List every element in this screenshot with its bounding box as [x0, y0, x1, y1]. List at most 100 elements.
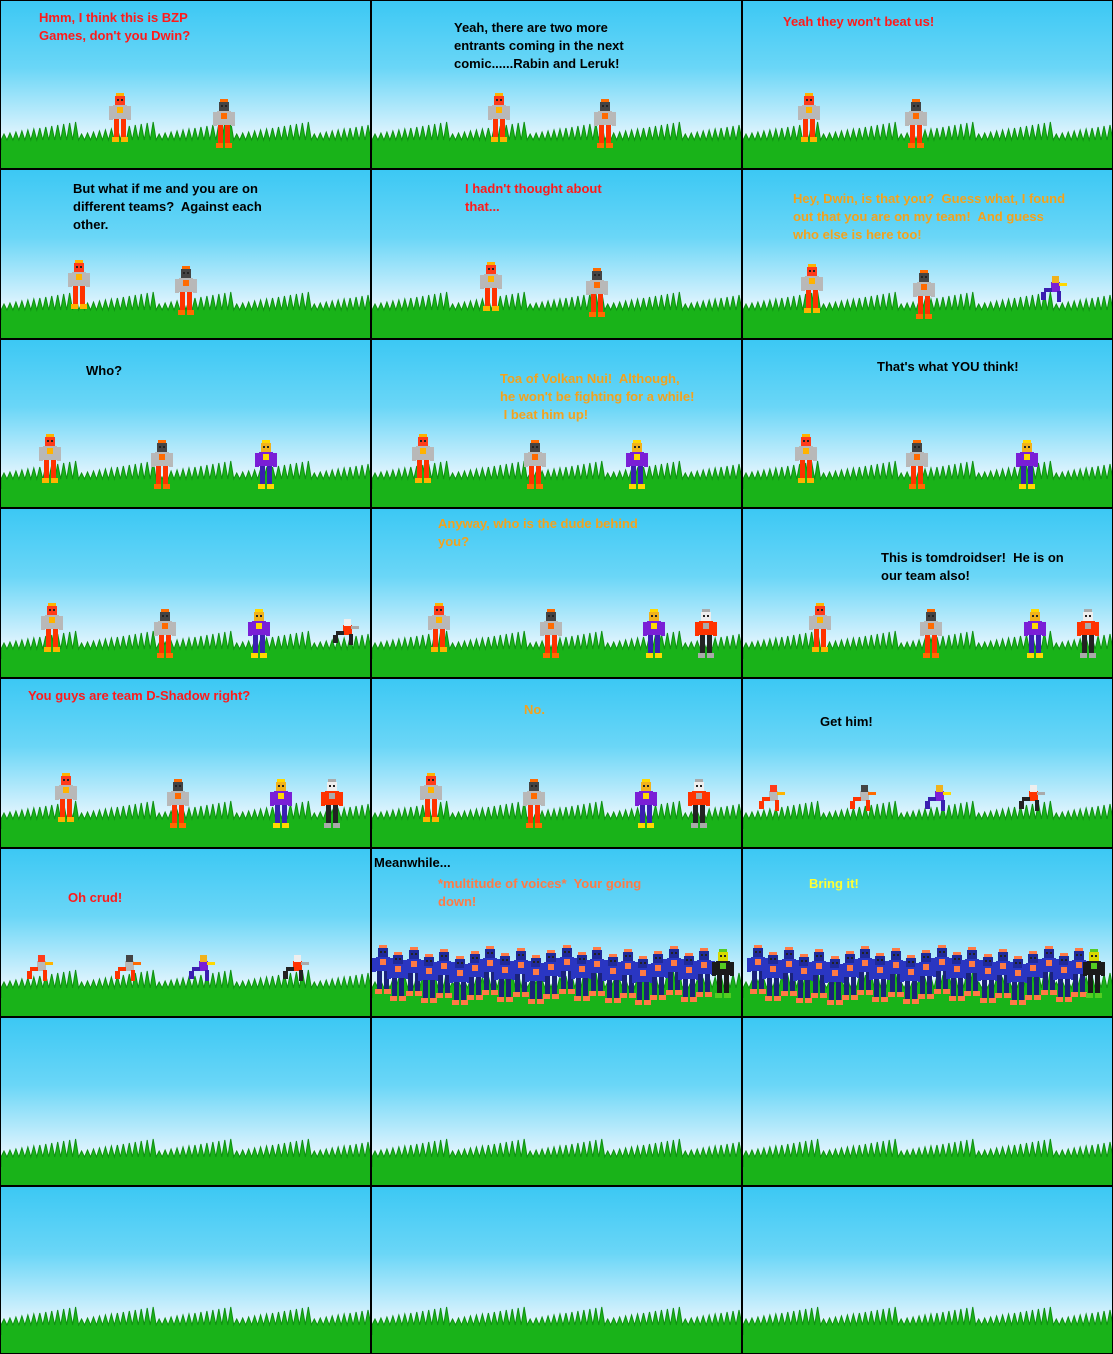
speech-caption: Who?	[86, 363, 123, 378]
character-purple	[255, 440, 277, 490]
character-villain	[433, 949, 456, 999]
speech-caption: *multitude of voices* Your going down!	[438, 876, 642, 909]
character-villain	[494, 953, 517, 1003]
character-red	[428, 603, 450, 653]
speech-caption: Anyway, who is the dude behind you?	[438, 516, 638, 549]
character-villain	[915, 950, 938, 1000]
comic-panel-10	[0, 508, 371, 678]
comic-panel-15: Get him!	[742, 678, 1113, 848]
comic-panel-23	[371, 1186, 742, 1354]
character-purple	[1016, 440, 1038, 490]
character-purple	[923, 783, 953, 813]
character-red	[25, 953, 55, 983]
grass-ground	[1, 1138, 370, 1185]
character-villain	[808, 949, 831, 999]
character-red	[480, 262, 502, 312]
character-green	[1083, 949, 1105, 999]
narration-text: Meanwhile...	[374, 855, 451, 870]
character-purple	[626, 440, 648, 490]
character-red	[420, 773, 442, 823]
grass-ground	[743, 1306, 1112, 1353]
character-villain	[1068, 948, 1091, 998]
speech-caption: Yeah they won't beat us!	[783, 14, 935, 29]
character-white	[281, 953, 311, 983]
speech-caption: Hey, Dwin, is that you? Guess what, I fo…	[793, 191, 1066, 242]
comic-panel-21	[742, 1017, 1113, 1186]
character-white	[695, 609, 717, 659]
character-red	[801, 264, 823, 314]
character-villain	[647, 951, 670, 1001]
comic-panel-11: Anyway, who is the dude behind you?	[371, 508, 742, 678]
character-red	[39, 434, 61, 484]
character-white	[688, 779, 710, 829]
comic-panel-19	[0, 1017, 371, 1186]
character-dark	[586, 268, 608, 318]
character-villain	[509, 948, 532, 998]
character-purple	[635, 779, 657, 829]
character-white	[331, 617, 361, 647]
grass-ground	[1, 969, 370, 1016]
grass-ground	[1, 1306, 370, 1353]
character-purple	[1024, 609, 1046, 659]
character-dark	[167, 779, 189, 829]
character-dark	[594, 99, 616, 149]
grass-ground	[372, 121, 741, 168]
comic-panel-9: That's what YOU think!	[742, 339, 1113, 508]
character-purple	[643, 609, 665, 659]
grass-ground	[743, 121, 1112, 168]
comic-panel-3: Yeah they won't beat us!	[742, 0, 1113, 169]
character-dark	[154, 609, 176, 659]
comic-panel-8: Toa of Volkan Nui! Although, he won't be…	[371, 339, 742, 508]
character-villain	[570, 952, 593, 1002]
character-purple	[248, 609, 270, 659]
character-red	[55, 773, 77, 823]
comic-panel-13: You guys are team D-Shadow right?	[0, 678, 371, 848]
comic-panel-14: No.	[371, 678, 742, 848]
speech-caption: Get him!	[820, 714, 873, 729]
comic-panel-22	[0, 1186, 371, 1354]
character-villain	[1007, 956, 1030, 1006]
speech-caption: Bring it!	[809, 876, 859, 891]
speech-caption: Hmm, I think this is BZP Games, don't yo…	[39, 10, 191, 43]
speech-caption: Yeah, there are two more entrants coming…	[454, 20, 624, 71]
character-red	[41, 603, 63, 653]
grass-ground	[1, 121, 370, 168]
character-villain	[900, 955, 922, 1005]
grass-ground	[1, 630, 370, 677]
character-dark	[905, 99, 927, 149]
speech-caption: That's what YOU think!	[877, 359, 1019, 374]
grass-ground	[372, 291, 741, 338]
character-villain	[417, 954, 440, 1004]
comic-panel-16: Oh crud!	[0, 848, 371, 1017]
speech-caption: But what if me and you are on different …	[73, 181, 262, 232]
character-villain	[792, 954, 815, 1004]
comic-panel-20	[371, 1017, 742, 1186]
character-villain	[884, 948, 907, 998]
speech-caption: You guys are team D-Shadow right?	[28, 688, 251, 703]
character-villain	[762, 952, 785, 1002]
comic-panel-2: Yeah, there are two more entrants coming…	[371, 0, 742, 169]
speech-caption: Oh crud!	[68, 890, 123, 905]
grass-ground	[1, 460, 370, 507]
grass-ground	[372, 1306, 741, 1353]
character-purple	[187, 953, 217, 983]
speech-caption: This is tomdroidser! He is on our team a…	[881, 550, 1064, 583]
character-dark	[848, 783, 878, 813]
character-dark	[151, 440, 173, 490]
character-red	[488, 93, 510, 143]
character-villain	[632, 956, 655, 1006]
character-red	[795, 434, 817, 484]
character-villain	[448, 956, 471, 1006]
character-red	[757, 783, 787, 813]
character-dark	[540, 609, 562, 659]
speech-caption: Toa of Volkan Nui! Although, he won't be…	[500, 371, 695, 422]
character-dark	[920, 609, 942, 659]
comic-panel-5: I hadn't thought about that...	[371, 169, 742, 339]
character-villain	[479, 946, 502, 996]
speech-caption: No.	[524, 702, 545, 717]
grass-ground	[372, 460, 741, 507]
character-dark	[213, 99, 235, 149]
character-villain	[930, 945, 953, 995]
character-white	[1077, 609, 1099, 659]
